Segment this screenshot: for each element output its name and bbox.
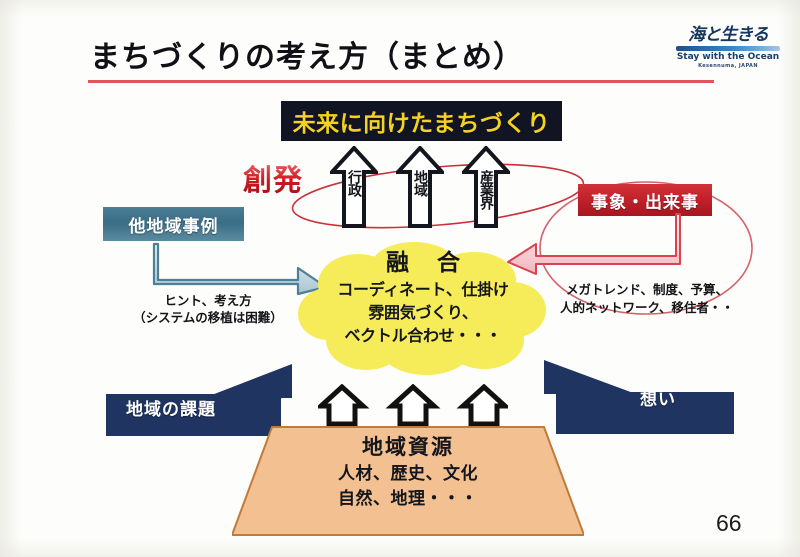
pillar-label-wrap: 産業界 (462, 170, 510, 209)
up-arrow-icon (462, 146, 510, 228)
thoughts-label: 想い (640, 390, 676, 410)
page-title: まちづくりの考え方（まとめ） (90, 40, 524, 75)
local-issues-arrow (106, 364, 294, 436)
pillar-label: 産業界 (478, 170, 494, 209)
other-regions-examples-label: 他地域事例 (128, 216, 219, 237)
events-note-line2: 人的ネットワーク、移住者・・ (560, 300, 734, 315)
pillar-label-wrap: 地域 (396, 170, 444, 196)
banner-label: 未来に向けたまちづくり (292, 111, 551, 137)
up-arrow-icon (385, 384, 441, 427)
local-issues-label: 地域の課題 (126, 400, 216, 420)
pillar-label-wrap: 行政 (330, 170, 378, 196)
left-elbow-arrow (152, 242, 328, 296)
up-arrow-icon (318, 384, 370, 427)
pillar-arrow-community: 地域 (396, 146, 444, 228)
logo-japanese-script: 海と生きる (688, 25, 769, 45)
emergence-label: 創発 (243, 157, 303, 199)
up-arrow-icon (396, 146, 444, 228)
pillar-arrow-industry: 産業界 (462, 146, 510, 228)
up-arrow-icon (330, 146, 378, 228)
events-note-line1: メガトレンド、制度、予算、 (565, 282, 728, 297)
pillar-arrow-government: 行政 (330, 146, 378, 228)
thoughts-arrow (544, 360, 734, 434)
hint-note-line1: ヒント、考え方 (164, 293, 252, 308)
wave-icon (676, 46, 780, 51)
other-regions-examples-box: 他地域事例 (103, 207, 244, 241)
page-number: 66 (716, 510, 742, 536)
pillar-label: 行政 (346, 170, 362, 196)
logo-location-text: Kesennuma, JAPAN (698, 63, 758, 69)
events-note: メガトレンド、制度、予算、 人的ネットワーク、移住者・・ (542, 281, 752, 317)
events-grouping-circle (539, 181, 753, 315)
hint-note: ヒント、考え方 （システムの移植は困難） (108, 292, 308, 326)
events-occurrences-label: 事象・出来事 (591, 192, 699, 213)
kesennuma-ocean-logo: 海と生きる Stay with the Ocean Kesennuma, JAP… (672, 26, 784, 76)
local-resources-trapezoid (232, 426, 584, 536)
right-elbow-arrow (507, 213, 681, 275)
resource-feed-arrows (318, 384, 508, 427)
up-arrow-icon (456, 384, 508, 427)
hint-note-line2: （システムの移植は困難） (133, 310, 283, 325)
pillar-label: 地域 (412, 170, 428, 196)
logo-english-tagline: Stay with the Ocean (676, 52, 780, 62)
future-townbuilding-banner: 未来に向けたまちづくり (281, 101, 562, 141)
events-occurrences-box: 事象・出来事 (578, 184, 712, 216)
fusion-cloud-shape (298, 242, 546, 375)
title-divider-rule (88, 80, 714, 83)
